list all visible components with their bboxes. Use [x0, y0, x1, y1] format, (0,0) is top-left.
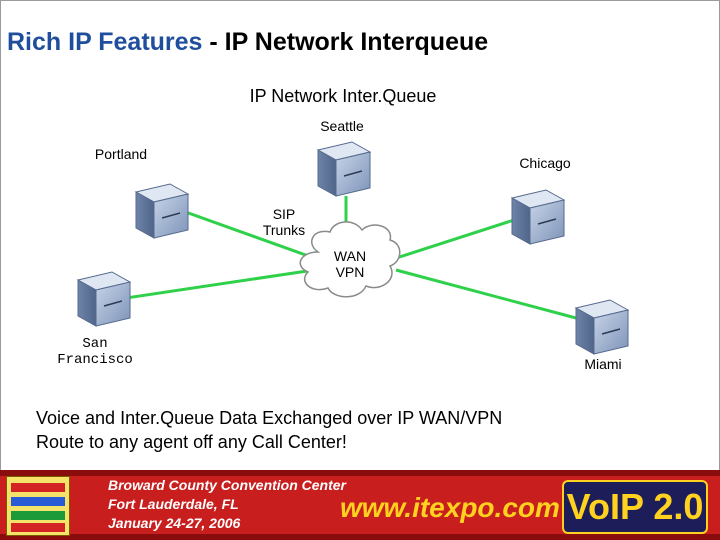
link-san-francisco [125, 268, 315, 300]
venue-info: Broward County Convention Center Fort La… [108, 477, 347, 531]
cloud-label: WAN VPN [333, 248, 367, 280]
server-san-francisco-icon [76, 271, 132, 327]
server-chicago-icon [510, 189, 566, 245]
node-label-chicago: Chicago [519, 155, 571, 171]
link-portland [179, 208, 315, 260]
title-rest: - IP Network Interqueue [202, 28, 489, 56]
summary-text: Voice and Inter.Queue Data Exchanged ove… [36, 406, 502, 454]
event-url: www.itexpo.com [340, 492, 560, 523]
event-logo [6, 476, 70, 536]
network-links [125, 196, 577, 320]
node-label-seattle: Seattle [320, 118, 364, 134]
voip-badge: VoIP 2.0 [562, 480, 708, 534]
node-label-san-francisco: San Francisco [57, 336, 133, 368]
server-miami-icon [574, 299, 630, 355]
wan-cloud [299, 221, 401, 298]
node-label-miami: Miami [584, 356, 622, 372]
summary-line-1: Voice and Inter.Queue Data Exchanged ove… [36, 408, 503, 428]
server-seattle-icon [316, 141, 372, 197]
diagram-title: IP Network Inter.Queue [249, 86, 437, 106]
node-label-portland: Portland [94, 146, 148, 162]
server-portland-icon [134, 183, 190, 239]
slide-title: Rich IP Features - IP Network Interqueue [7, 28, 488, 57]
link-miami [395, 268, 577, 320]
summary-line-2: Route to any agent off any Call Center! [36, 432, 347, 452]
event-banner: Broward County Convention Center Fort La… [0, 470, 720, 540]
link-chicago [383, 218, 515, 264]
sip-trunks-label: SIP Trunks [262, 206, 306, 238]
title-highlight: Rich IP Features [7, 28, 203, 56]
